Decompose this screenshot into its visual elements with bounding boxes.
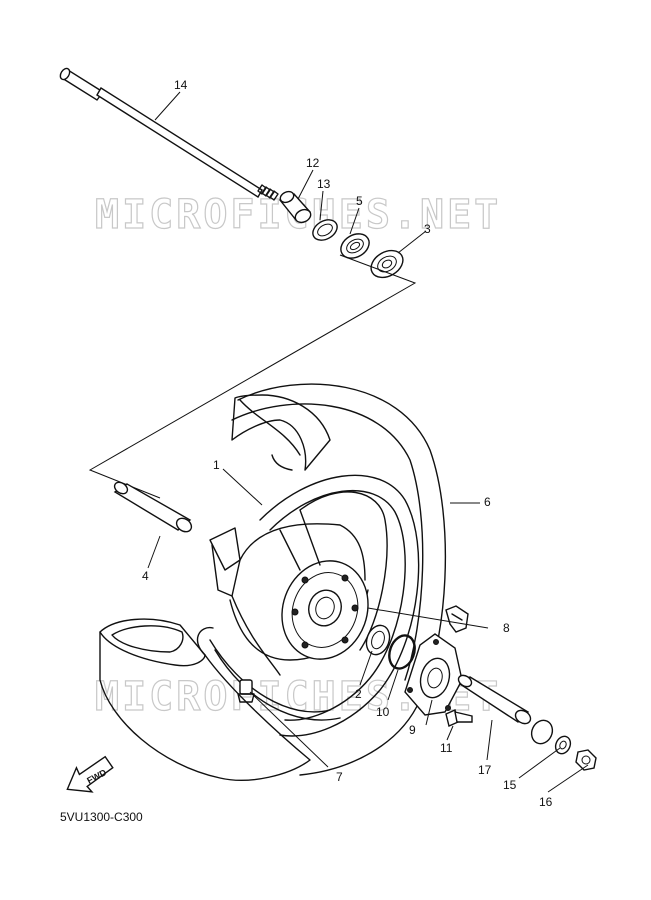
callout-14: 14 [174,78,188,92]
callout-3: 3 [424,222,431,236]
diagram-code: 5VU1300-C300 [60,810,143,824]
callout-17: 17 [478,763,492,777]
spacer-part-4[interactable] [112,480,194,535]
collar-part-15[interactable] [528,717,573,756]
bolt-part-11[interactable] [445,709,473,727]
assembly-bracket-line [88,254,417,499]
fwd-arrow-icon: FWD [66,755,114,793]
tire-lower-part-6[interactable] [99,618,311,781]
callout-numbers: 14 12 13 5 3 1 6 4 8 2 10 9 11 7 17 15 1… [142,78,553,809]
callout-7: 7 [336,770,343,784]
bearing-part-2[interactable] [363,622,394,658]
callout-12: 12 [306,156,320,170]
callout-2: 2 [355,687,362,701]
axle-part-14[interactable] [58,67,279,201]
oil-seal-part-13[interactable] [309,216,341,245]
callout-10: 10 [376,705,390,719]
leader-lines [147,91,589,793]
callout-6: 6 [484,495,491,509]
callout-1: 1 [213,458,220,472]
collar-part-12[interactable] [278,190,313,225]
bearing-part-3[interactable] [366,245,407,283]
o-ring-part-10[interactable] [385,632,419,672]
callout-16: 16 [539,795,553,809]
callout-4: 4 [142,569,149,583]
callout-9: 9 [409,723,416,737]
valve-part-7[interactable] [237,679,255,703]
callout-11: 11 [440,741,453,755]
clip-part-8[interactable] [445,605,469,633]
wheel-part-1[interactable] [209,474,420,737]
bearing-part-5[interactable] [337,229,374,263]
spacer-part-17[interactable] [456,673,533,726]
callout-8: 8 [503,621,510,635]
callout-5: 5 [356,194,363,208]
callout-13: 13 [317,177,331,191]
callout-15: 15 [503,778,517,792]
nut-part-16[interactable] [575,749,597,771]
